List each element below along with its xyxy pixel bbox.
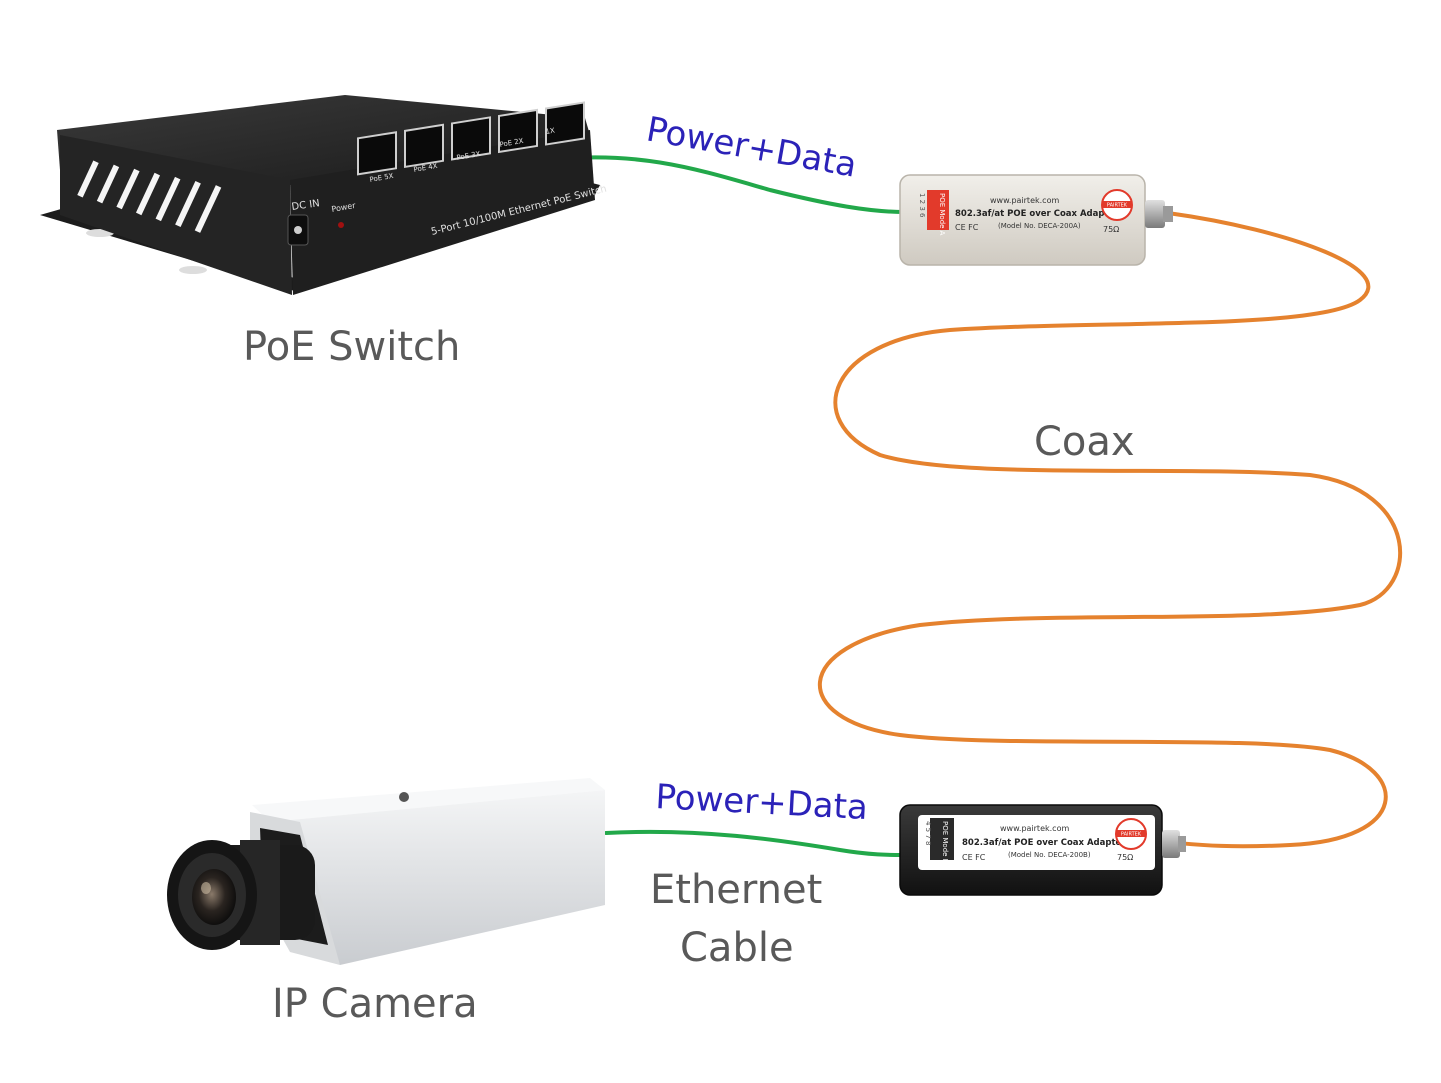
camera-lens xyxy=(167,840,315,950)
bnc-connector-a xyxy=(1145,200,1173,228)
adapter-a-impedance: 75Ω xyxy=(1103,225,1119,234)
pairtek-logo-icon: PAIRTEK xyxy=(1115,818,1147,850)
adapter-a-cert: CE FC xyxy=(955,223,979,232)
switch-power-text: Power xyxy=(331,201,357,214)
label-ethernet-line2: Cable xyxy=(680,925,794,971)
coax-cable xyxy=(818,211,1403,849)
label-poe-switch: PoE Switch xyxy=(243,324,460,370)
adapter-b-url: www.pairtek.com xyxy=(1000,824,1069,833)
adapter-a-side-tag: POE Mode A xyxy=(938,193,946,236)
label-ethernet-line1: Ethernet xyxy=(650,867,822,913)
label-power-data-bottom: Power+Data xyxy=(655,777,869,828)
adapter-b-side-tag: POE Mode B xyxy=(941,821,949,864)
svg-text:PAIRTEK: PAIRTEK xyxy=(1121,832,1142,838)
pairtek-logo-icon: PAIRTEK xyxy=(1101,189,1133,221)
ethernet-cable-top xyxy=(546,155,907,214)
adapter-a-red-tag xyxy=(927,190,949,230)
adapter-b-side-pins: 4 5 7 8 xyxy=(924,821,932,846)
switch-vents xyxy=(77,160,222,233)
adapter-a-url: www.pairtek.com xyxy=(990,196,1059,205)
adapter-a-model: (Model No. DECA-200A) xyxy=(998,222,1081,230)
adapter-a-title: 802.3af/at POE over Coax Adapter xyxy=(955,209,1119,219)
label-coax: Coax xyxy=(1034,419,1135,465)
poe-switch-icon: DC IN Power PoE 5X PoE 4X PoE 3X PoE 2X … xyxy=(40,95,608,295)
svg-text:PAIRTEK: PAIRTEK xyxy=(1107,203,1128,209)
switch-dc-in-text: DC IN xyxy=(291,198,321,213)
poe-coax-adapter-b: POE Mode B 4 5 7 8 www.pairtek.com 802.3… xyxy=(899,804,1186,896)
adapter-b-title: 802.3af/at POE over Coax Adapter xyxy=(962,838,1126,848)
poe-coax-adapter-a: POE Mode A 1 2 3 6 www.pairtek.com 802.3… xyxy=(899,174,1173,266)
adapter-b-label-sticker xyxy=(918,815,1155,870)
ethernet-cable-bottom xyxy=(604,829,904,857)
power-led xyxy=(338,222,344,228)
adapter-b-dark-tag xyxy=(930,818,954,860)
adapter-b-cert: CE FC xyxy=(962,853,986,862)
label-power-data-top: Power+Data xyxy=(643,109,859,185)
switch-ports xyxy=(357,101,585,176)
adapter-b-model: (Model No. DECA-200B) xyxy=(1008,851,1091,859)
switch-port-label-1: 1X xyxy=(545,126,556,136)
label-ip-camera: IP Camera xyxy=(272,981,478,1027)
bnc-connector-b xyxy=(1162,830,1186,858)
adapter-b-impedance: 75Ω xyxy=(1117,853,1133,862)
ip-camera-icon xyxy=(167,778,605,965)
adapter-a-side-pins: 1 2 3 6 xyxy=(918,193,926,218)
